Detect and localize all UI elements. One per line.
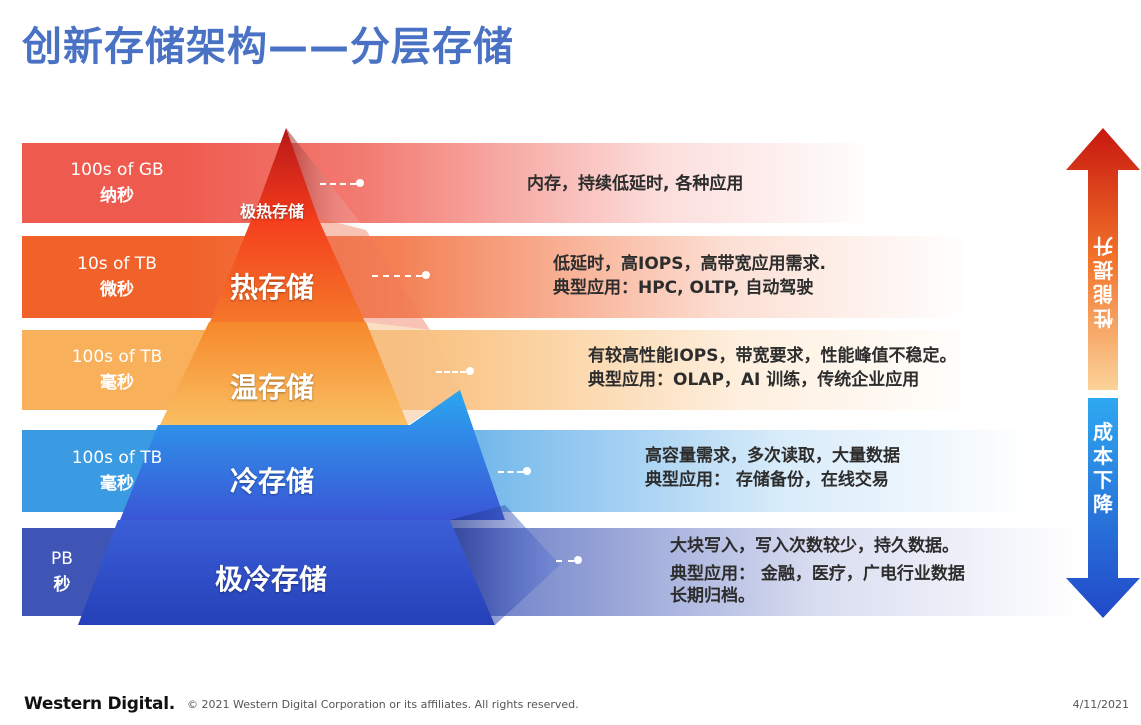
tier-label-1: 100s of GB 纳秒 xyxy=(22,157,212,209)
tier-name-2: 热存储 xyxy=(230,271,315,304)
footer-date: 4/11/2021 xyxy=(1072,698,1129,711)
tier-name-1: 极热存储 xyxy=(240,202,305,221)
pyramid-tier-1 xyxy=(253,128,318,218)
footer-logo: Western Digital. xyxy=(24,694,175,714)
connector-dot-icon xyxy=(422,271,430,279)
tier-band-1 xyxy=(22,143,877,223)
tier-band-2 xyxy=(22,236,967,318)
tier-name-3: 温存储 xyxy=(230,371,315,404)
connector-dot-icon xyxy=(574,556,582,564)
pyramid-tier-4 xyxy=(120,390,505,520)
connector-line xyxy=(556,560,574,562)
tier-capacity: PB xyxy=(51,549,73,569)
connector-line xyxy=(372,275,422,277)
tier-description-line: 高容量需求，多次读取，大量数据 xyxy=(645,446,900,466)
pyramid-tier-3 xyxy=(160,322,408,425)
tier-description-line: 有较高性能IOPS，带宽要求，性能峰值不稳定。 xyxy=(588,346,957,366)
tier-latency: 毫秒 xyxy=(100,373,134,393)
tier-description-2: 低延时，高IOPS，高带宽应用需求. 典型应用：HPC, OLTP, 自动驾驶 xyxy=(553,252,826,300)
pyramid-tier-2 xyxy=(210,218,365,322)
tier-description-line: 大块写入，写入次数较少，持久数据。 xyxy=(670,536,959,556)
connector-dot-icon xyxy=(356,179,364,187)
footer-copyright: © 2021 Western Digital Corporation or it… xyxy=(187,698,579,711)
tier-description-5: 大块写入，写入次数较少，持久数据。典型应用： 金融，医疗，广电行业数据长期归档。 xyxy=(670,535,965,607)
tier-label-5: PB 秒 xyxy=(22,546,102,598)
connector-line xyxy=(320,183,356,185)
connector-dot-icon xyxy=(466,367,474,375)
tier-label-3: 100s of TB 毫秒 xyxy=(22,344,212,396)
tier-latency: 纳秒 xyxy=(100,186,134,206)
tier-description-3: 有较高性能IOPS，带宽要求，性能峰值不稳定。典型应用：OLAP，AI 训练，传… xyxy=(588,344,956,392)
tier-description-line: 长期归档。 xyxy=(670,586,755,606)
tier-latency: 秒 xyxy=(53,575,71,595)
arrow-down-icon xyxy=(1066,398,1140,618)
tier-latency: 毫秒 xyxy=(100,474,134,494)
tier-description-line: 典型应用：HPC, OLTP, 自动驾驶 xyxy=(553,278,814,298)
tier-capacity: 10s of TB xyxy=(77,254,157,274)
arrow-down-label: 成本下降 xyxy=(1093,420,1113,516)
tier-capacity: 100s of TB xyxy=(71,448,163,468)
tier-description-line: 典型应用：OLAP，AI 训练，传统企业应用 xyxy=(588,370,920,390)
connector-line xyxy=(436,371,466,373)
pyramid-tier-5 xyxy=(78,520,495,625)
tier-label-2: 10s of TB 微秒 xyxy=(22,251,212,303)
tier-latency: 微秒 xyxy=(100,280,134,300)
arrow-up-icon xyxy=(1066,128,1140,390)
tier-description-4: 高容量需求，多次读取，大量数据典型应用： 存储备份，在线交易 xyxy=(645,444,900,492)
tier-label-4: 100s of TB 毫秒 xyxy=(22,445,212,497)
tier-name-5: 极冷存储 xyxy=(215,563,328,596)
tier-description-1: 内存，持续低延时, 各种应用 xyxy=(527,172,743,196)
connector-dot-icon xyxy=(523,467,531,475)
tier-description-line: 典型应用： 存储备份，在线交易 xyxy=(645,470,889,490)
tier-description-line: 典型应用： 金融，医疗，广电行业数据 xyxy=(670,564,965,584)
page-title: 创新存储架构——分层存储 xyxy=(22,24,514,70)
tier-name-4: 冷存储 xyxy=(230,465,315,498)
connector-line xyxy=(498,471,523,473)
tier-capacity: 100s of TB xyxy=(71,347,163,367)
arrow-up-label: 性能提升 xyxy=(1093,234,1113,330)
tier-description-line: 低延时，高IOPS，高带宽应用需求. xyxy=(553,254,826,274)
tier-description-line: 内存，持续低延时, 各种应用 xyxy=(527,174,744,194)
tier-capacity: 100s of GB xyxy=(70,160,164,180)
